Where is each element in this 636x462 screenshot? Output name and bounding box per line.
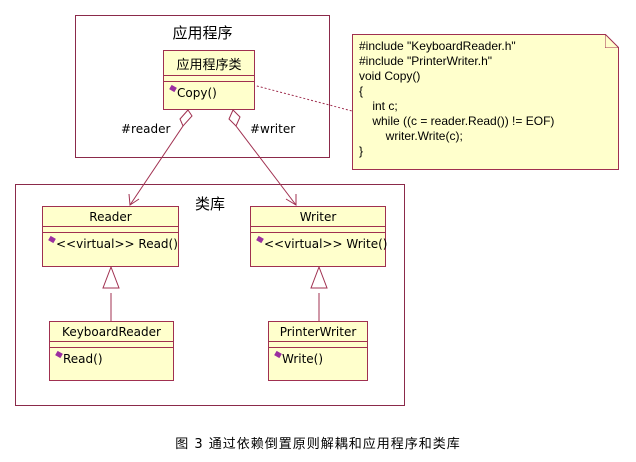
class-reader-operation: <<virtual>> Read() (43, 233, 178, 254)
operation-icon (48, 235, 56, 244)
class-writer-name: Writer (251, 207, 385, 227)
role-writer: #writer (250, 122, 296, 136)
operation-icon (55, 350, 63, 359)
package-application-title: 应用程序 (172, 24, 233, 42)
class-application[interactable]: 应用程序类 Copy() (163, 50, 255, 110)
association-reader (129, 125, 184, 206)
role-reader: #reader (121, 122, 171, 136)
note-code: #include "KeyboardReader.h" #include "Pr… (359, 39, 555, 158)
class-printerwriter-operation: Write() (269, 348, 367, 369)
class-application-name: 应用程序类 (164, 51, 254, 76)
code-note: #include "KeyboardReader.h" #include "Pr… (352, 33, 621, 170)
generalization-triangle-writer (310, 265, 328, 289)
package-application: 应用程序 (75, 15, 330, 158)
aggregation-diamond-writer (228, 109, 241, 127)
class-reader-attributes (43, 227, 178, 233)
package-library-title: 类库 (194, 195, 225, 213)
class-printerwriter-name: PrinterWriter (269, 322, 367, 342)
operation-label: <<virtual>> Write() (264, 237, 388, 251)
note-fold-corner (604, 33, 621, 49)
arrowhead-reader (128, 193, 140, 206)
class-writer-operation: <<virtual>> Write() (251, 233, 388, 254)
note-link (252, 84, 357, 113)
operation-label: Copy() (177, 86, 217, 100)
operation-label: <<virtual>> Read() (56, 237, 178, 251)
class-writer-attributes (251, 227, 385, 233)
operation-label: Write() (282, 352, 324, 366)
class-application-operation: Copy() (164, 82, 254, 103)
class-keyboardreader-operation: Read() (50, 348, 173, 369)
figure-caption: 图 3 通过依赖倒置原则解耦和应用程序和类库 (175, 437, 461, 452)
class-application-attributes (164, 76, 254, 82)
class-reader-name: Reader (43, 207, 178, 227)
class-keyboardreader-attributes (50, 342, 173, 348)
class-reader[interactable]: Reader <<virtual>> Read() (42, 206, 179, 267)
operation-icon (169, 84, 177, 93)
aggregation-diamond-reader-shape (179, 109, 193, 127)
arrowhead-writer (285, 194, 297, 206)
class-printerwriter-attributes (269, 342, 367, 348)
operation-icon (274, 350, 282, 359)
class-writer[interactable]: Writer <<virtual>> Write() (250, 206, 388, 267)
generalization-triangle-reader (102, 265, 120, 289)
operation-icon (256, 235, 264, 244)
association-writer (235, 125, 297, 206)
class-keyboardreader-name: KeyboardReader (50, 322, 173, 342)
class-keyboardreader[interactable]: KeyboardReader Read() (49, 321, 174, 381)
operation-label: Read() (63, 352, 103, 366)
class-printerwriter[interactable]: PrinterWriter Write() (268, 321, 368, 381)
